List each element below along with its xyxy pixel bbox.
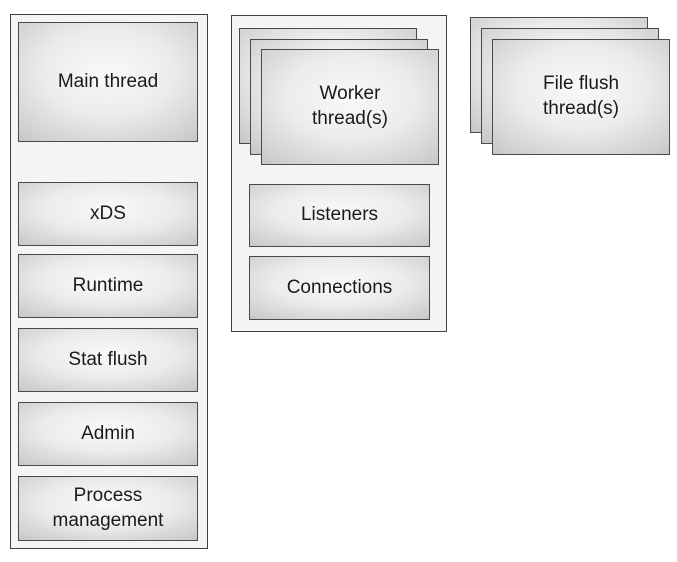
file-flush-label: File flush thread(s)	[542, 73, 620, 119]
runtime-box: Runtime	[18, 254, 198, 318]
process-management-box: Process management	[18, 476, 198, 541]
connections-label: Connections	[286, 276, 393, 298]
worker-thread-label: Worker thread(s)	[311, 83, 389, 129]
worker-thread-box: Worker thread(s)	[261, 49, 439, 165]
file-flush-box: File flush thread(s)	[492, 39, 670, 155]
main-thread-box: Main thread	[18, 22, 198, 142]
listeners-label: Listeners	[300, 204, 379, 226]
listeners-box: Listeners	[249, 184, 430, 247]
xds-box: xDS	[18, 182, 198, 246]
connections-box: Connections	[249, 256, 430, 320]
stat-flush-label: Stat flush	[68, 348, 148, 370]
xds-label: xDS	[90, 202, 126, 224]
admin-box: Admin	[18, 402, 198, 466]
runtime-label: Runtime	[72, 274, 144, 296]
stat-flush-box: Stat flush	[18, 328, 198, 392]
worker-thread-panel: Worker thread(s) Listeners Connections	[231, 15, 447, 332]
main-thread-label: Main thread	[57, 70, 159, 92]
admin-label: Admin	[81, 422, 135, 444]
process-management-label: Process management	[52, 484, 164, 531]
main-thread-panel: Main thread xDS Runtime Stat flush Admin…	[10, 14, 208, 549]
